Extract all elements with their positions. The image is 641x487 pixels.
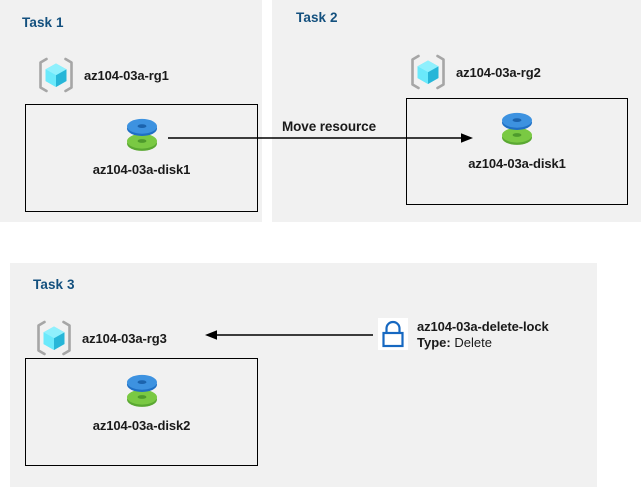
task-panel-task2 (272, 0, 641, 222)
task-panel-title-task1: Task 1 (22, 15, 64, 30)
delete-lock-group: az104-03a-delete-lock Type: Delete (378, 318, 549, 352)
resource-group-icon (34, 318, 74, 358)
resource-group-task2: az104-03a-rg2 (408, 52, 541, 92)
lock-icon (378, 318, 408, 350)
delete-lock-arrow (205, 330, 373, 340)
disk-label: az104-03a-disk1 (92, 162, 191, 177)
resource-group-label: az104-03a-rg1 (84, 67, 169, 83)
task-panel-task1 (0, 0, 262, 222)
delete-lock-type-value: Delete (454, 335, 492, 351)
disk-label: az104-03a-disk2 (92, 418, 191, 433)
delete-lock-name: az104-03a-delete-lock (417, 319, 549, 334)
task-panel-title-task3: Task 3 (33, 277, 75, 292)
disk-resource-task2: az104-03a-disk1 (406, 108, 628, 171)
disk-resource-task3: az104-03a-disk2 (25, 370, 258, 433)
resource-group-icon (36, 55, 76, 95)
delete-lock-type-key: Type: (417, 335, 451, 351)
managed-disk-icon (406, 108, 628, 150)
resource-box-task2 (406, 98, 628, 205)
resource-group-task3: az104-03a-rg3 (34, 318, 167, 358)
disk-label: az104-03a-disk1 (468, 156, 566, 171)
resource-group-task1: az104-03a-rg1 (36, 55, 169, 95)
move-resource-arrow (168, 133, 473, 143)
resource-group-icon (408, 52, 448, 92)
task-panel-task3 (10, 263, 597, 487)
resource-group-label: az104-03a-rg3 (82, 330, 167, 346)
resource-group-label: az104-03a-rg2 (456, 64, 541, 80)
task-panel-title-task2: Task 2 (296, 10, 338, 25)
delete-lock-text: az104-03a-delete-lock Type: Delete (417, 318, 549, 352)
managed-disk-icon (25, 370, 258, 412)
move-resource-caption: Move resource (282, 119, 376, 134)
resource-box-task1 (25, 104, 258, 212)
disk-resource-task1: az104-03a-disk1 (25, 114, 258, 177)
resource-box-task3 (25, 358, 258, 466)
managed-disk-icon (25, 114, 258, 156)
delete-lock-type-row: Type: Delete (417, 335, 549, 351)
